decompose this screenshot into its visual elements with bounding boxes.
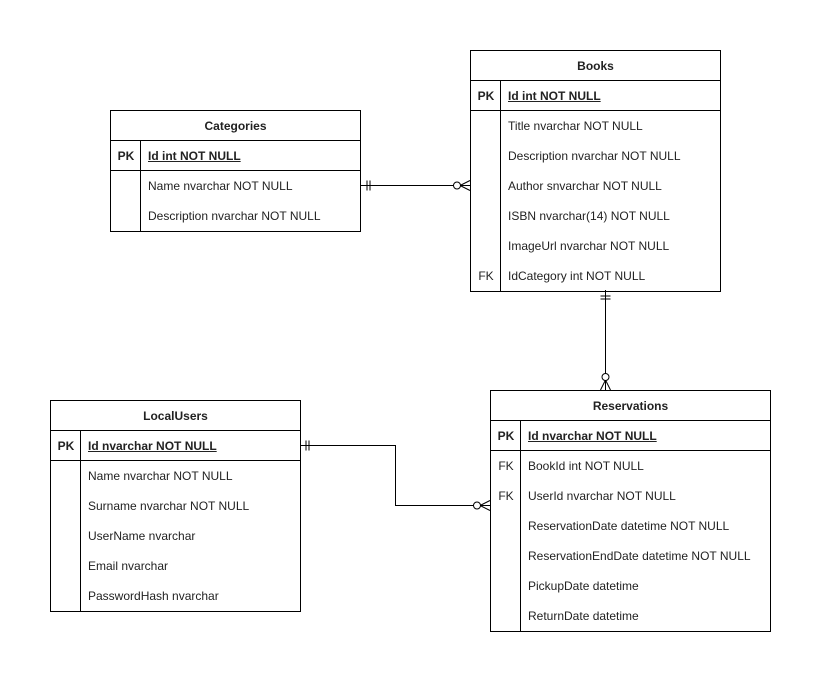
attribute-row: PK Id nvarchar NOT NULL bbox=[51, 431, 300, 461]
attribute-label: Description nvarchar NOT NULL bbox=[508, 149, 681, 163]
attribute-label: UserId nvarchar NOT NULL bbox=[528, 489, 676, 503]
key-label bbox=[471, 201, 501, 231]
attribute-row: Author snvarchar NOT NULL bbox=[471, 171, 720, 201]
key-label bbox=[491, 571, 521, 601]
key-label bbox=[491, 601, 521, 631]
key-label: PK bbox=[57, 438, 75, 453]
entity-rows: PK Id int NOT NULL Name nvarchar NOT NUL… bbox=[111, 141, 360, 231]
attribute-row: FK UserId nvarchar NOT NULL bbox=[491, 481, 770, 511]
entity-reservations[interactable]: Reservations PK Id nvarchar NOT NULL FK … bbox=[490, 390, 771, 632]
entity-title: LocalUsers bbox=[51, 401, 300, 431]
attribute-label: Surname nvarchar NOT NULL bbox=[88, 499, 250, 513]
attribute-label: IdCategory int NOT NULL bbox=[508, 269, 646, 283]
attribute-row: PK Id int NOT NULL bbox=[471, 81, 720, 111]
relationship-books-reservations[interactable] bbox=[600, 290, 611, 391]
attribute-row: Email nvarchar bbox=[51, 551, 300, 581]
attribute-label: Id nvarchar NOT NULL bbox=[88, 438, 217, 453]
attribute-row: Description nvarchar NOT NULL bbox=[471, 141, 720, 171]
entity-title: Reservations bbox=[491, 391, 770, 421]
key-column-divider bbox=[500, 81, 501, 291]
attribute-row: PasswordHash nvarchar bbox=[51, 581, 300, 611]
entity-books[interactable]: Books PK Id int NOT NULL Title nvarchar … bbox=[470, 50, 721, 292]
attribute-row: ISBN nvarchar(14) NOT NULL bbox=[471, 201, 720, 231]
attribute-row: UserName nvarchar bbox=[51, 521, 300, 551]
key-label: FK bbox=[498, 489, 514, 503]
attribute-label: Id int NOT NULL bbox=[508, 88, 601, 103]
entity-rows: PK Id int NOT NULL Title nvarchar NOT NU… bbox=[471, 81, 720, 291]
attribute-label: Description nvarchar NOT NULL bbox=[148, 209, 321, 223]
attribute-row: ImageUrl nvarchar NOT NULL bbox=[471, 231, 720, 261]
attribute-row: ReturnDate datetime bbox=[491, 601, 770, 631]
key-label bbox=[471, 141, 501, 171]
attribute-label: Id nvarchar NOT NULL bbox=[528, 428, 657, 443]
key-label bbox=[51, 461, 81, 491]
attribute-label: ISBN nvarchar(14) NOT NULL bbox=[508, 209, 670, 223]
attribute-row: FK BookId int NOT NULL bbox=[491, 451, 770, 481]
entity-title: Books bbox=[471, 51, 720, 81]
attribute-row: PK Id int NOT NULL bbox=[111, 141, 360, 171]
entity-rows: PK Id nvarchar NOT NULL Name nvarchar NO… bbox=[51, 431, 300, 611]
attribute-label: Name nvarchar NOT NULL bbox=[88, 469, 233, 483]
key-label bbox=[471, 111, 501, 141]
key-label bbox=[51, 521, 81, 551]
key-label bbox=[111, 201, 141, 231]
key-label bbox=[491, 511, 521, 541]
attribute-row: Name nvarchar NOT NULL bbox=[111, 171, 360, 201]
key-label bbox=[51, 581, 81, 611]
key-label: FK bbox=[478, 269, 494, 283]
attribute-label: Email nvarchar bbox=[88, 559, 169, 573]
attribute-row: Surname nvarchar NOT NULL bbox=[51, 491, 300, 521]
attribute-label: ReservationDate datetime NOT NULL bbox=[528, 519, 730, 533]
key-label bbox=[111, 171, 141, 201]
attribute-label: UserName nvarchar bbox=[88, 529, 196, 543]
entity-rows: PK Id nvarchar NOT NULL FK BookId int NO… bbox=[491, 421, 770, 631]
attribute-row: Name nvarchar NOT NULL bbox=[51, 461, 300, 491]
attribute-label: ReservationEndDate datetime NOT NULL bbox=[528, 549, 751, 563]
key-label bbox=[51, 551, 81, 581]
attribute-label: ImageUrl nvarchar NOT NULL bbox=[508, 239, 670, 253]
attribute-label: PasswordHash nvarchar bbox=[88, 589, 219, 603]
key-column-divider bbox=[520, 421, 521, 631]
key-label: PK bbox=[477, 88, 495, 103]
attribute-label: Name nvarchar NOT NULL bbox=[148, 179, 293, 193]
key-label bbox=[471, 171, 501, 201]
attribute-row: Title nvarchar NOT NULL bbox=[471, 111, 720, 141]
key-label bbox=[51, 491, 81, 521]
key-column-divider bbox=[140, 141, 141, 231]
relationship-categories-books[interactable] bbox=[361, 180, 471, 191]
attribute-row: FK IdCategory int NOT NULL bbox=[471, 261, 720, 291]
attribute-label: PickupDate datetime bbox=[528, 579, 639, 593]
relationship-localusers-reservations[interactable] bbox=[301, 440, 491, 511]
attribute-row: ReservationEndDate datetime NOT NULL bbox=[491, 541, 770, 571]
entity-localusers[interactable]: LocalUsers PK Id nvarchar NOT NULL Name … bbox=[50, 400, 301, 612]
key-label bbox=[491, 541, 521, 571]
entity-categories[interactable]: Categories PK Id int NOT NULL Name nvarc… bbox=[110, 110, 361, 232]
attribute-label: ReturnDate datetime bbox=[528, 609, 639, 623]
attribute-row: PK Id nvarchar NOT NULL bbox=[491, 421, 770, 451]
key-column-divider bbox=[80, 431, 81, 611]
attribute-label: Id int NOT NULL bbox=[148, 148, 241, 163]
entity-title: Categories bbox=[111, 111, 360, 141]
attribute-row: Description nvarchar NOT NULL bbox=[111, 201, 360, 231]
attribute-row: ReservationDate datetime NOT NULL bbox=[491, 511, 770, 541]
attribute-label: BookId int NOT NULL bbox=[528, 459, 644, 473]
key-label bbox=[471, 231, 501, 261]
key-label: PK bbox=[497, 428, 515, 443]
key-label: PK bbox=[117, 148, 135, 163]
attribute-row: PickupDate datetime bbox=[491, 571, 770, 601]
attribute-label: Author snvarchar NOT NULL bbox=[508, 179, 662, 193]
attribute-label: Title nvarchar NOT NULL bbox=[508, 119, 643, 133]
key-label: FK bbox=[498, 459, 514, 473]
